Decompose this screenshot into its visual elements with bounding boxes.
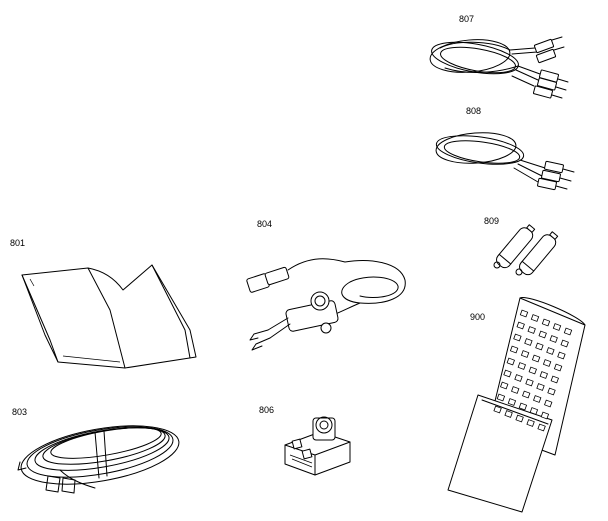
label-806: 806 [259, 405, 274, 415]
label-804: 804 [257, 219, 272, 229]
matching-transformer-icon [284, 416, 351, 476]
remote-key-icon [540, 411, 550, 420]
label-803: 803 [12, 407, 27, 417]
manual-booklet-icon [21, 264, 197, 369]
antenna-adapter-cable-icon [246, 258, 406, 351]
remote-key-icon [547, 387, 556, 396]
remote-key-icon [520, 350, 530, 358]
remote-key-icon [530, 314, 540, 322]
remote-key-icon [525, 378, 534, 387]
remote-control-icon [447, 297, 586, 513]
remote-key-icon [538, 330, 547, 339]
remote-key-icon [503, 369, 512, 378]
label-808: 808 [466, 106, 481, 116]
remote-key-icon [546, 347, 555, 355]
remote-key-icon [515, 414, 524, 423]
remote-key-icon [550, 375, 559, 384]
label-801: 801 [10, 238, 25, 248]
label-809: 809 [484, 216, 499, 226]
remote-key-icon [524, 338, 533, 346]
remote-key-icon [513, 333, 522, 342]
remote-key-icon [537, 423, 546, 432]
remote-key-icon [557, 351, 566, 360]
remote-key-icon [536, 383, 545, 391]
label-807: 807 [459, 14, 474, 24]
remote-key-icon [544, 399, 553, 408]
remote-key-icon [563, 327, 573, 336]
remote-key-icon [560, 339, 569, 348]
remote-key-icon [518, 402, 528, 411]
remote-key-icon [549, 335, 558, 343]
remote-key-icon [529, 407, 539, 415]
remote-key-icon [535, 342, 544, 351]
av-cable-dual-icon [429, 36, 569, 99]
remote-key-icon [500, 381, 509, 390]
remote-key-icon [511, 386, 520, 394]
remote-key-icon [526, 419, 535, 427]
remote-key-icon [496, 393, 506, 402]
remote-key-icon [493, 405, 502, 414]
label-900: 900 [470, 312, 485, 322]
av-cable-single-icon [435, 132, 575, 191]
remote-key-icon [504, 410, 513, 418]
flat-antenna-cable-icon [17, 425, 180, 494]
remote-key-icon [522, 390, 531, 399]
remote-key-icon [539, 371, 548, 379]
remote-key-icon [541, 318, 551, 327]
remote-key-icon [507, 398, 517, 406]
remote-button-grid [493, 309, 573, 432]
remote-key-icon [514, 374, 523, 382]
remote-key-icon [527, 326, 536, 334]
remote-key-icon [552, 323, 562, 331]
remote-key-icon [509, 345, 519, 354]
remote-key-icon [516, 321, 525, 330]
remote-key-icon [542, 359, 552, 367]
remote-key-icon [506, 357, 515, 366]
remote-key-icon [533, 395, 542, 403]
remote-key-icon [553, 363, 563, 372]
remote-key-icon [531, 354, 541, 363]
remote-key-icon [528, 366, 537, 375]
remote-key-icon [519, 309, 529, 318]
remote-key-icon [517, 362, 526, 370]
batteries-icon [493, 224, 559, 276]
